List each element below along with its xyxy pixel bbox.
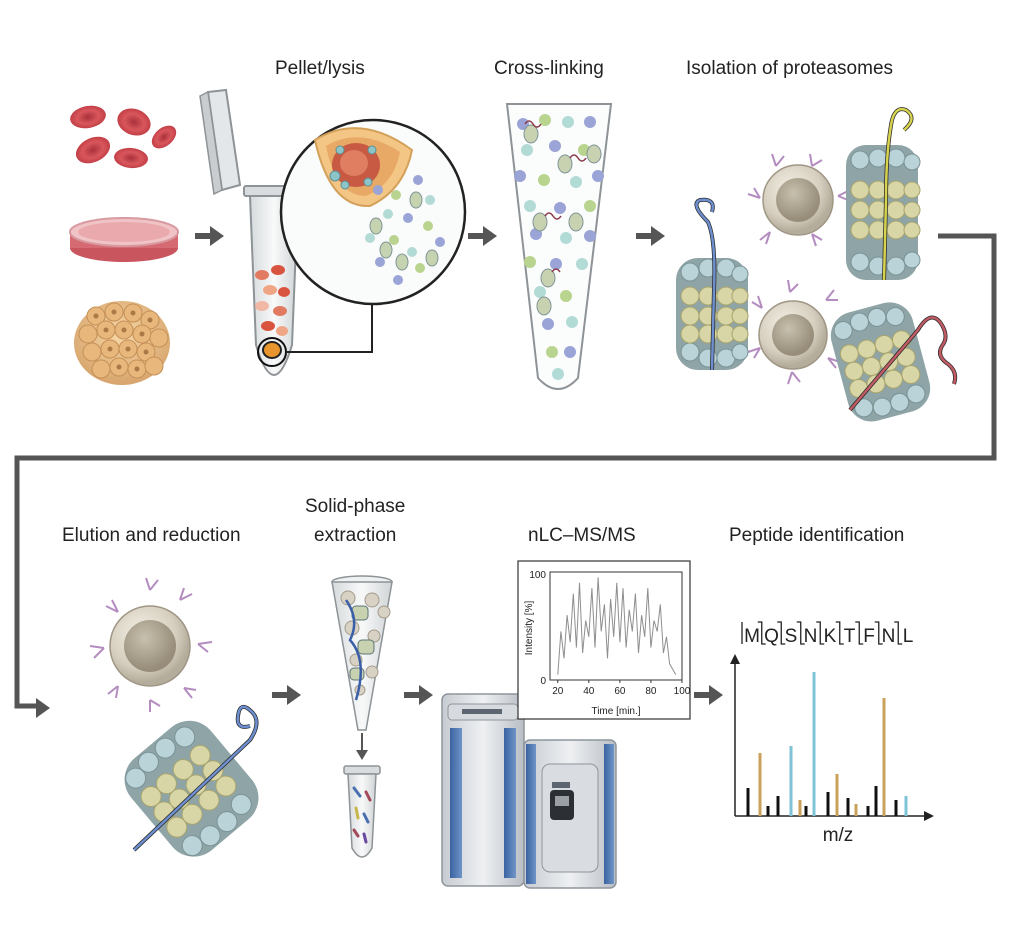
arrow-right-icon	[694, 685, 723, 705]
sequence-letter: F	[863, 626, 875, 647]
eluted-proteasome	[124, 720, 259, 857]
arrow-right-icon	[195, 226, 224, 246]
step-label-spe-line2: extraction	[314, 525, 397, 546]
step-label-pellet-lysis: Pellet/lysis	[275, 58, 365, 79]
antibody-bead	[747, 279, 841, 385]
chromatogram-xlabel: Time [min.]	[591, 706, 640, 717]
sequence-letter: L	[903, 626, 914, 647]
arrow-right-icon	[636, 226, 665, 246]
lysis-zoom-circle	[279, 118, 467, 306]
fragment-bracket	[855, 621, 864, 645]
collection-tube	[343, 765, 381, 858]
arrow-right-icon	[404, 685, 433, 705]
proteasome-complex	[830, 302, 931, 422]
fragment-bracket	[874, 621, 883, 645]
sequence-letter: S	[785, 626, 798, 647]
spe-tip	[331, 575, 393, 760]
step-label-peptide-identification: Peptide identification	[729, 525, 905, 546]
sequence-letter: N	[804, 626, 818, 647]
ms-spectrum: m/z	[730, 654, 934, 846]
fragment-bracket	[757, 621, 766, 645]
arrow-right-icon	[468, 226, 497, 246]
step-label-cross-linking: Cross-linking	[494, 58, 604, 79]
step-label-nlc-msms: nLC–MS/MS	[528, 525, 636, 546]
sequence-letter: T	[844, 626, 856, 647]
red-blood-cells	[70, 105, 177, 169]
fragment-bracket	[894, 621, 903, 645]
chromatogram-ylabel: Intensity [%]	[524, 601, 535, 656]
mass-spectrometer	[441, 693, 617, 889]
chromatogram-ytick: 0	[540, 676, 546, 687]
chromatogram-line	[557, 577, 677, 675]
chromatogram-inset: 0 100 20 40 60 80 100 Time [min.] Intensity …	[517, 560, 691, 720]
arrow-right-icon	[36, 698, 50, 718]
antibody-bead	[747, 153, 851, 247]
chromatogram-ytick: 100	[529, 570, 546, 581]
chromatogram-xtick: 100	[674, 686, 691, 697]
chromatogram-xtick: 80	[645, 686, 657, 697]
proteasome-complex	[676, 197, 749, 371]
step-label-elution: Elution and reduction	[62, 525, 241, 546]
fragment-bracket	[796, 621, 805, 645]
arrow-right-icon	[272, 685, 301, 705]
fragment-bracket	[835, 621, 844, 645]
protein-particles	[365, 175, 445, 285]
chromatogram-xtick: 60	[614, 686, 626, 697]
sequence-letter: K	[824, 626, 837, 647]
step-label-isolation: Isolation of proteasomes	[686, 58, 894, 79]
spectrum-xlabel: m/z	[823, 825, 854, 846]
fragment-bracket	[777, 621, 786, 645]
step-label-spe-line1: Solid-phase	[305, 496, 406, 517]
cross-linking-tube	[505, 103, 613, 390]
proteasome-isolation	[676, 107, 958, 422]
sequence-letter: N	[882, 626, 896, 647]
fragment-bracket	[816, 621, 825, 645]
elution-bead	[89, 577, 213, 712]
sequence-letter: M	[744, 626, 760, 647]
tissue-cells	[74, 301, 170, 385]
proteasome-complex	[846, 107, 921, 281]
sequence-letter: Q	[764, 626, 779, 647]
petri-dish	[69, 217, 179, 262]
chromatogram-xtick: 40	[583, 686, 595, 697]
chromatogram-xtick: 20	[552, 686, 564, 697]
connector-line	[14, 233, 997, 709]
